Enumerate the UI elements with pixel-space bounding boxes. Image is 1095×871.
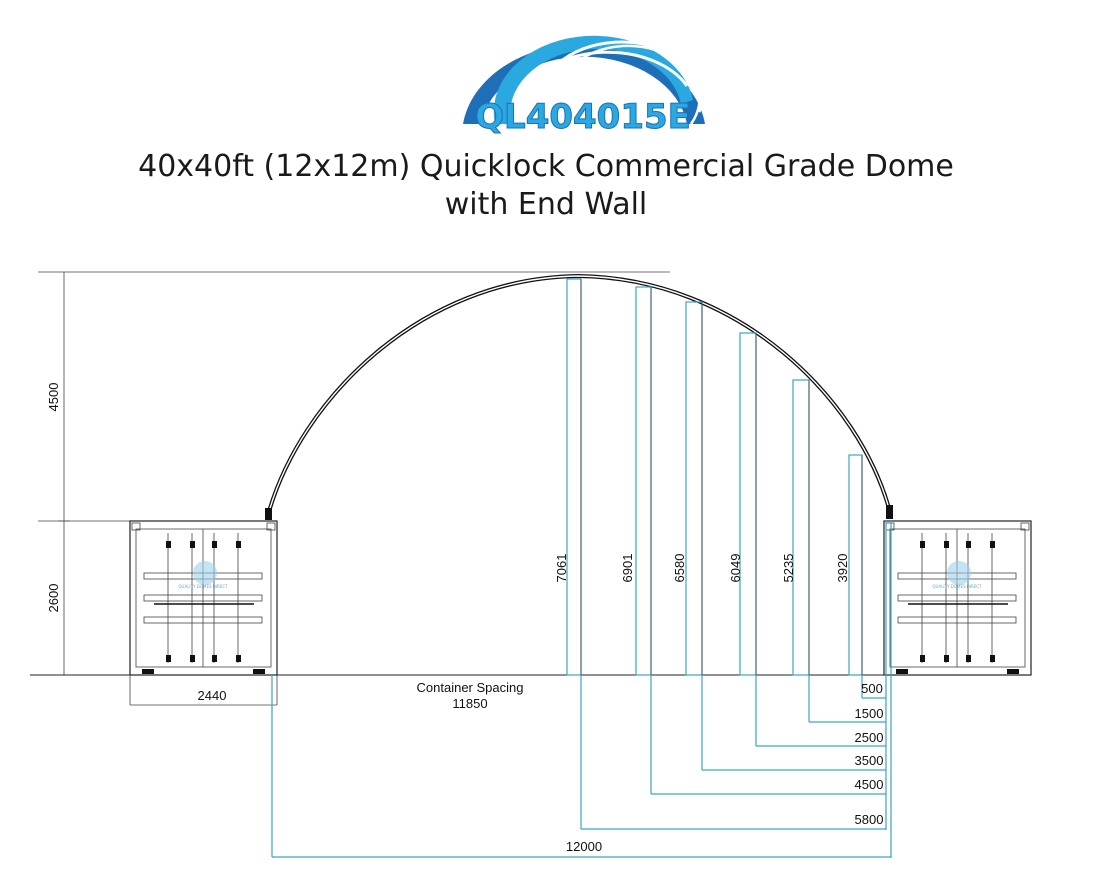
title-line-1: 40x40ft (12x12m) Quicklock Commercial Gr… [138,149,954,184]
offset-label: 500 [861,681,883,696]
post-height-label: 5235 [781,554,796,583]
end-wall-post: 6580 [672,301,703,676]
dim-4500-label: 4500 [46,383,61,412]
end-wall-post: 3920 [835,454,863,676]
end-wall-post: 5235 [781,379,810,676]
page-title: 40x40ft (12x12m) Quicklock Commercial Gr… [0,148,1095,224]
total-width-label: 12000 [566,839,602,854]
offset-label: 4500 [855,777,884,792]
end-wall-posts: 7061 6901 6580 6049 5235 [554,278,863,676]
offset-label: 2500 [855,730,884,745]
container-width-dimension: 2440 [129,675,278,706]
post-height-label: 7061 [554,554,569,583]
post-height-label: 6049 [728,554,743,583]
post-height-label: 3920 [835,554,850,583]
end-wall-post: 7061 [554,278,582,676]
offset-dimensions: 500 1500 2500 3500 4500 5800 12000 [271,520,892,858]
left-container: QUALITY DOMES DIRECT [129,520,278,676]
offset-label: 3500 [855,753,884,768]
dome-arc-logo-icon: QL404015E [463,35,705,138]
dim-2600-label: 2600 [46,584,61,613]
offset-label: 1500 [855,706,884,721]
container-spacing-label: Container Spacing [417,680,524,695]
end-wall-post: 6049 [728,332,757,676]
container-watermark: QUALITY DOMES DIRECT [178,584,228,589]
offset-label: 5800 [855,812,884,827]
height-dimension: 4500 2600 [38,271,670,675]
dome-arch [265,273,893,520]
end-wall-post: 6901 [620,286,652,676]
post-height-label: 6901 [620,554,635,583]
container-watermark: QUALITY DOMES DIRECT [932,584,982,589]
logo: QL404015E [455,20,715,138]
right-container: QUALITY DOMES DIRECT [883,520,1032,676]
title-line-2: with End Wall [444,187,648,222]
dim-2440-label: 2440 [198,688,227,703]
container-spacing-value: 11850 [452,696,487,711]
logo-text: QL404015E [475,97,691,135]
post-height-label: 6580 [672,554,687,583]
